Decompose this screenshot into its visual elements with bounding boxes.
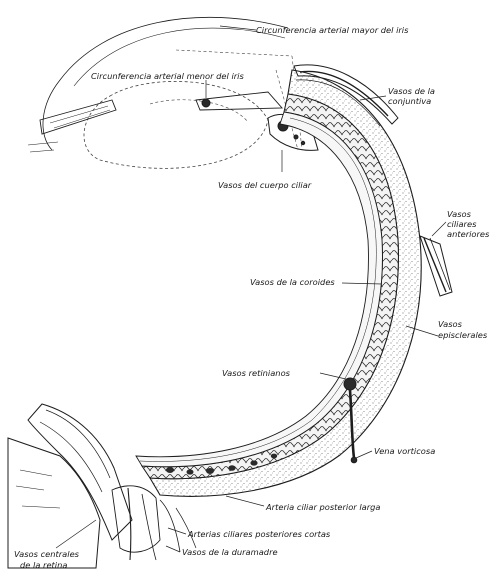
label-vortex-vein: Vena vorticosa [374, 446, 435, 456]
label-retinal-vessels: Vasos retinianos [222, 368, 291, 378]
label-conjunctival-vessels-2: conjuntiva [388, 96, 431, 106]
label-episcleral-2: episclerales [438, 330, 488, 340]
anterior-ciliary-vessels [420, 236, 452, 296]
label-central-retinal-2: de la retina [20, 560, 67, 570]
label-major-arterial-circle: Circunferencia arterial mayor del iris [256, 25, 409, 35]
label-central-retinal-1: Vasos centrales [14, 549, 80, 559]
label-anterior-ciliary-2: ciliares [447, 219, 477, 229]
label-short-posterior-ciliary: Arterias ciliares posteriores cortas [187, 529, 331, 539]
label-long-posterior-ciliary: Arteria ciliar posterior larga [265, 502, 381, 512]
label-ciliary-body-vessels: Vasos del cuerpo ciliar [218, 180, 312, 190]
cornea-outline [43, 17, 288, 150]
label-anterior-ciliary-3: anteriores [447, 229, 490, 239]
label-episcleral-1: Vasos [438, 319, 463, 329]
minor-arterial-circle [202, 99, 210, 107]
label-anterior-ciliary-1: Vasos [447, 209, 472, 219]
label-dura-vessels: Vasos de la duramadre [182, 547, 278, 557]
label-conjunctival-vessels: Vasos de la [388, 86, 435, 96]
anterior-segment [28, 17, 302, 168]
iris-left [40, 100, 116, 134]
label-minor-arterial-circle: Circunferencia arterial menor del iris [91, 71, 244, 81]
lens-outline [84, 81, 268, 168]
label-choroid-vessels: Vasos de la coroides [250, 277, 335, 287]
